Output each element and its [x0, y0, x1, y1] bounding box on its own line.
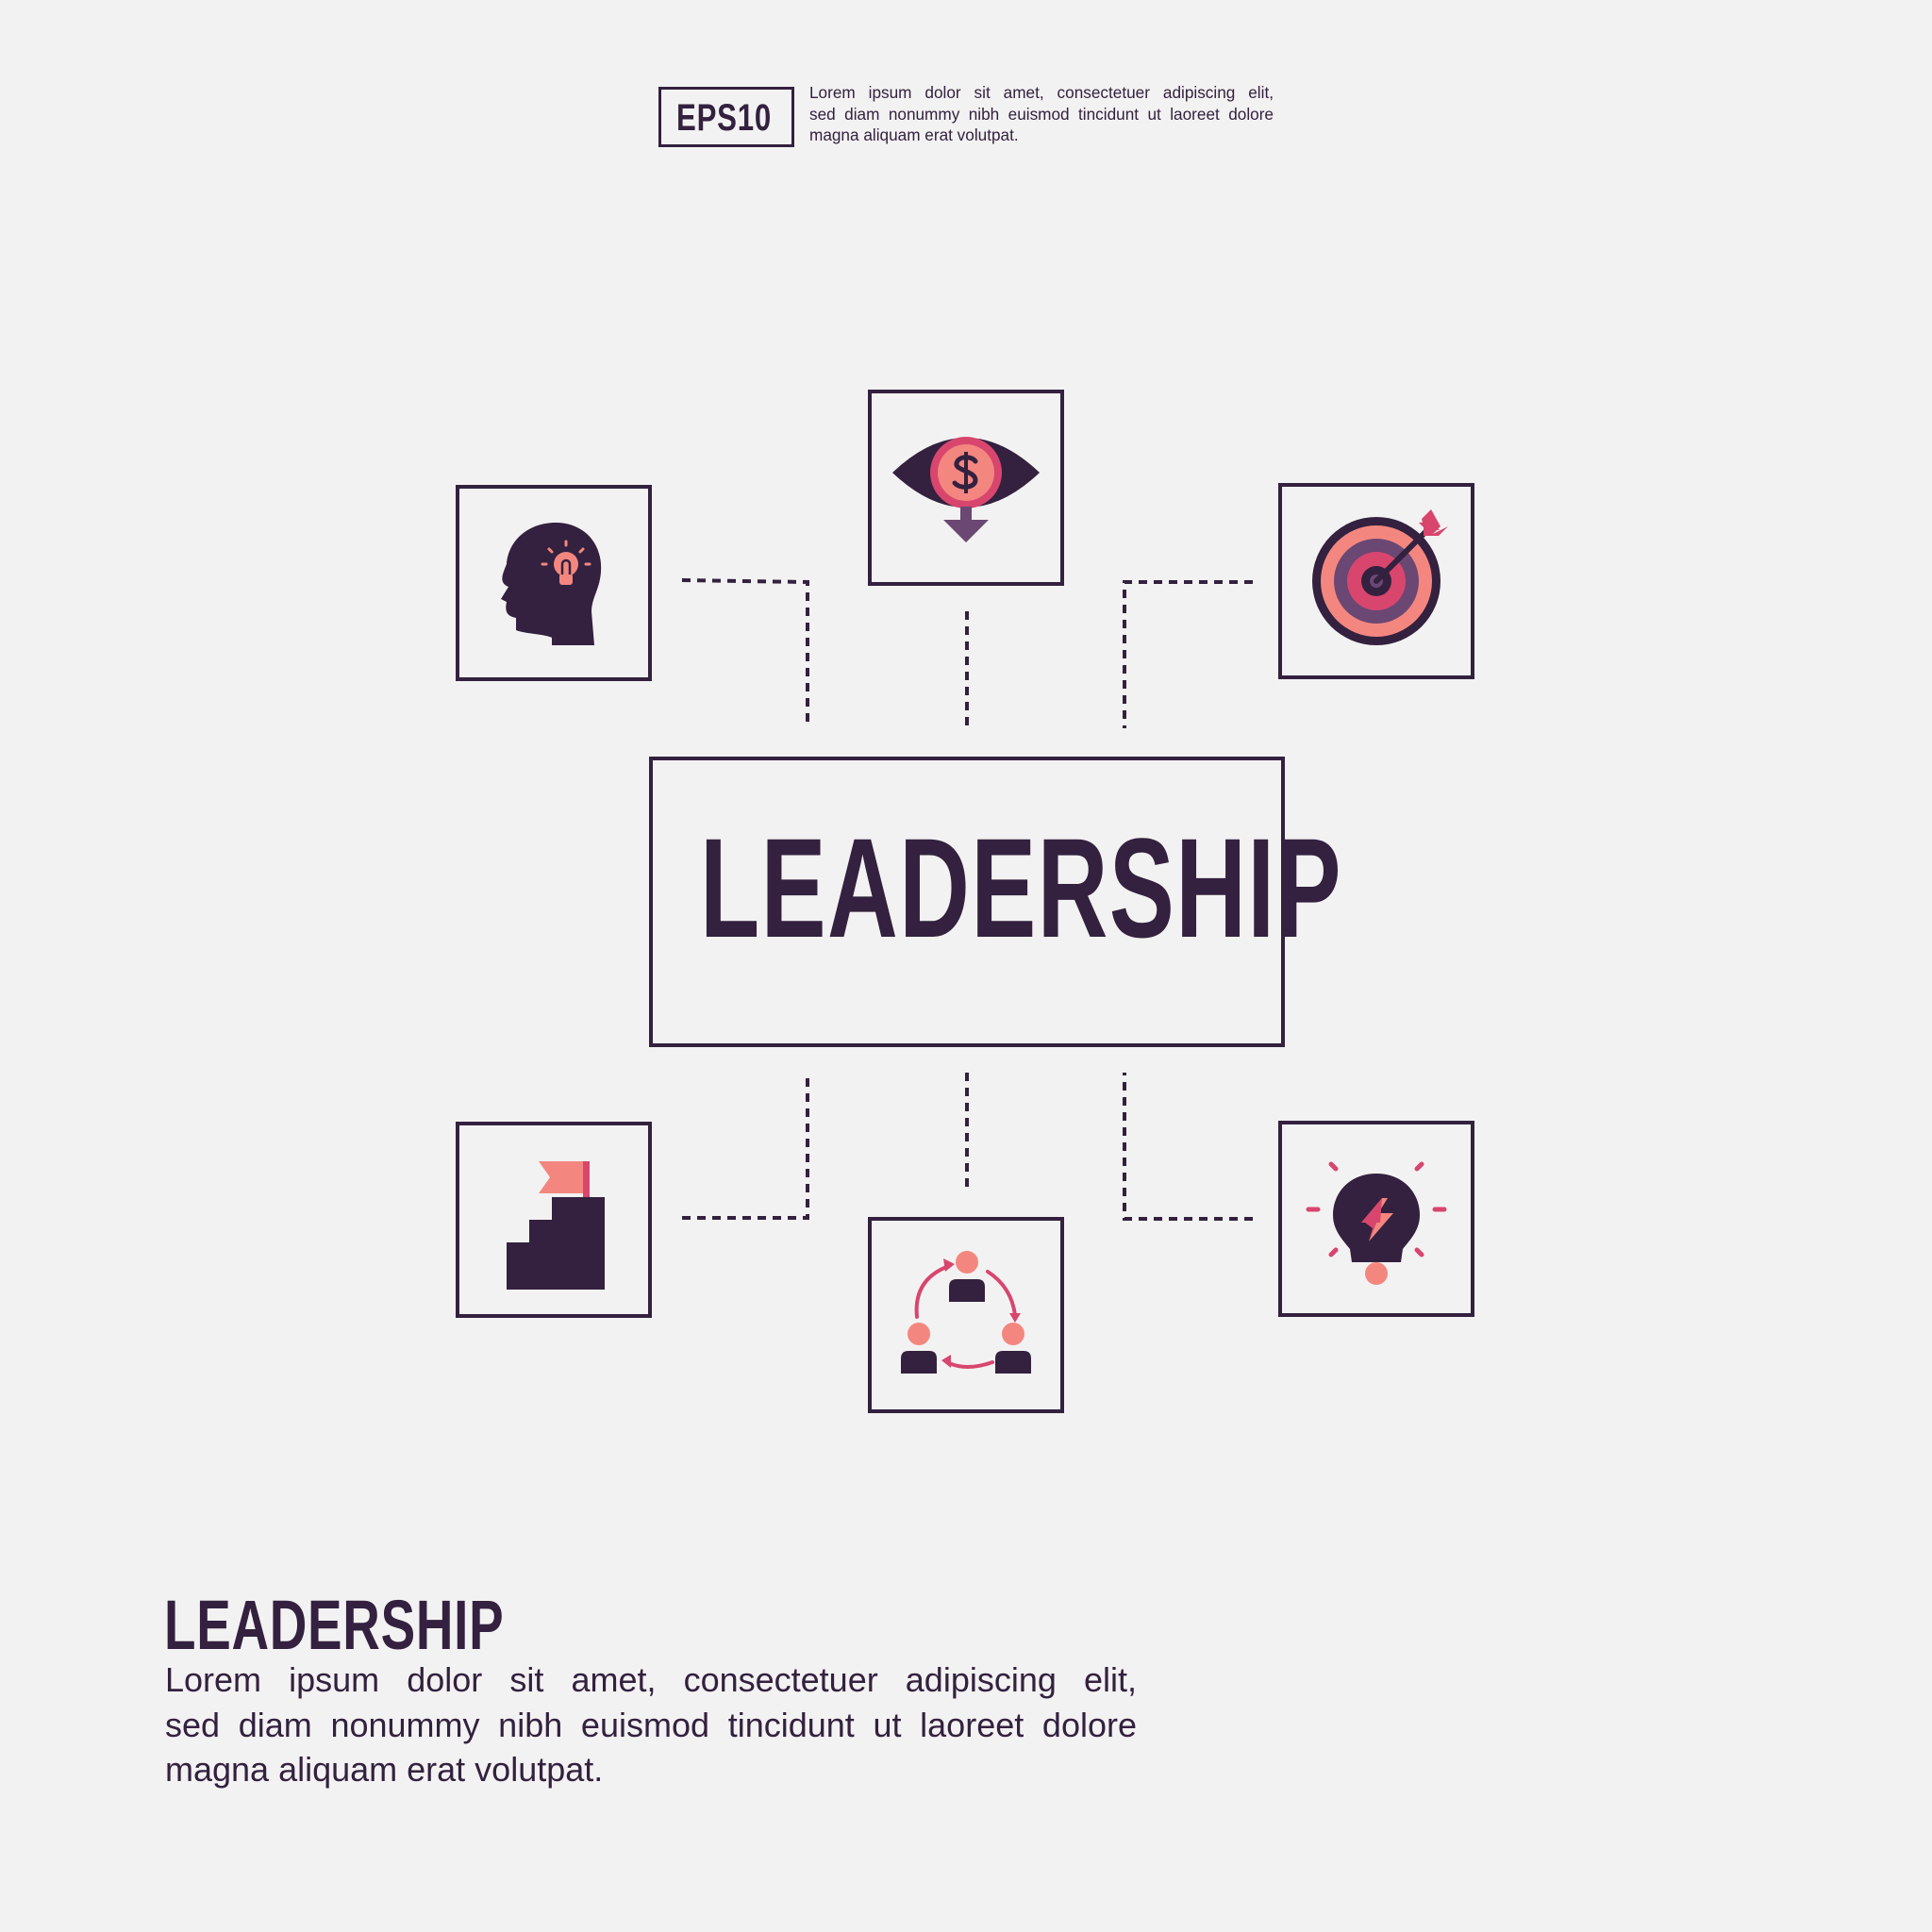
footer-text-line: magna aliquam erat volutpat. — [165, 1750, 604, 1789]
footer-title: LEADERSHIP — [164, 1586, 505, 1664]
footer-description: Lorem ipsum dolor sit amet, consectetuer… — [165, 1657, 1137, 1792]
icon-box-team-cycle — [868, 1217, 1064, 1413]
stairs-flag-icon — [507, 1161, 605, 1290]
eps-badge-label: EPS10 — [676, 97, 773, 139]
header-text-line: sed diam nonummy nibh euismod tincidunt … — [809, 104, 1274, 124]
icon-box-eye-dollar — [868, 390, 1064, 586]
connector-top-left — [681, 578, 809, 728]
team-cycle-icon — [901, 1251, 1031, 1374]
eps-badge: EPS10 — [658, 87, 794, 147]
footer-text-line: sed diam nonummy nibh euismod tincidunt … — [165, 1705, 1137, 1744]
header-text-line: Lorem ipsum dolor sit amet, consectetuer… — [809, 83, 1274, 102]
icon-box-target — [1278, 483, 1474, 679]
icon-box-stairs-flag — [456, 1122, 652, 1318]
connector-bottom-right — [1123, 1073, 1253, 1221]
footer-text-line: Lorem ipsum dolor sit amet, consectetuer… — [165, 1660, 1137, 1699]
icon-box-head-idea — [456, 485, 652, 681]
center-title: LEADERSHIP — [700, 808, 1342, 967]
icon-box-lightbulb — [1278, 1121, 1474, 1317]
center-box: LEADERSHIP — [649, 757, 1341, 1047]
header-description: Lorem ipsum dolor sit amet, consectetuer… — [809, 82, 1274, 146]
connector-bottom-left — [682, 1073, 809, 1220]
lightbulb-energy-icon — [1306, 1161, 1447, 1285]
header-text-line: magna aliquam erat volutpat. — [809, 125, 1019, 144]
eye-dollar-icon — [892, 437, 1040, 542]
target-arrow-icon — [1312, 509, 1448, 645]
head-lightbulb-icon — [501, 523, 602, 645]
connector-top-right — [1123, 580, 1253, 728]
